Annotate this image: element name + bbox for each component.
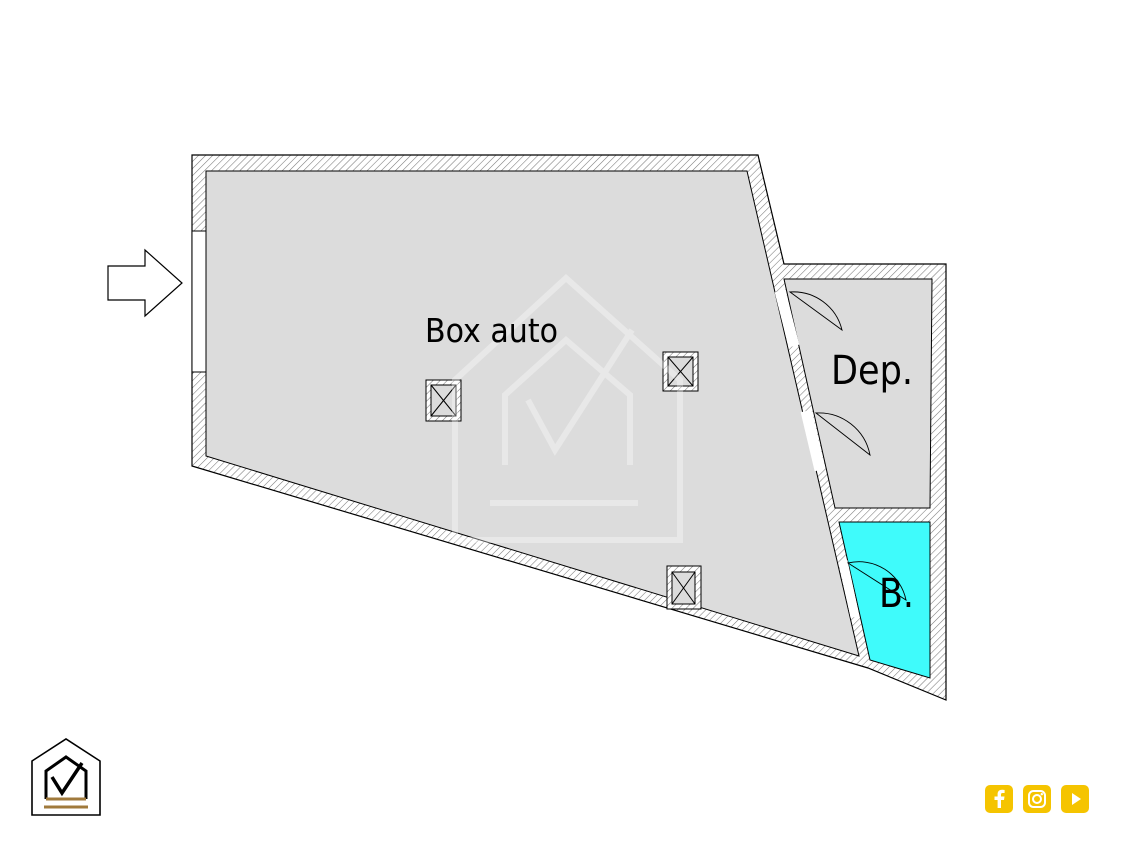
entrance-opening bbox=[191, 230, 207, 373]
social-links bbox=[984, 784, 1104, 816]
facebook-icon[interactable] bbox=[984, 784, 1014, 814]
pillar-icon bbox=[666, 565, 702, 610]
arrow-right-icon bbox=[107, 248, 183, 318]
garage-label: Box auto bbox=[425, 311, 558, 350]
room-storage bbox=[783, 278, 933, 509]
door-swing-storage-1 bbox=[788, 291, 843, 332]
pillar-icon bbox=[425, 379, 462, 422]
watermark-logo bbox=[452, 273, 683, 543]
bathroom-label: B. bbox=[879, 571, 914, 617]
house-check-logo bbox=[30, 737, 102, 817]
door-swing-storage-2 bbox=[814, 412, 871, 457]
storage-doors bbox=[774, 289, 907, 618]
pillar-icon bbox=[662, 351, 699, 392]
instagram-icon[interactable] bbox=[1022, 784, 1052, 814]
youtube-icon[interactable] bbox=[1060, 784, 1090, 814]
door-swing-bathroom bbox=[846, 561, 907, 601]
room-bathroom bbox=[838, 521, 931, 679]
storage-label: Dep. bbox=[831, 348, 913, 394]
